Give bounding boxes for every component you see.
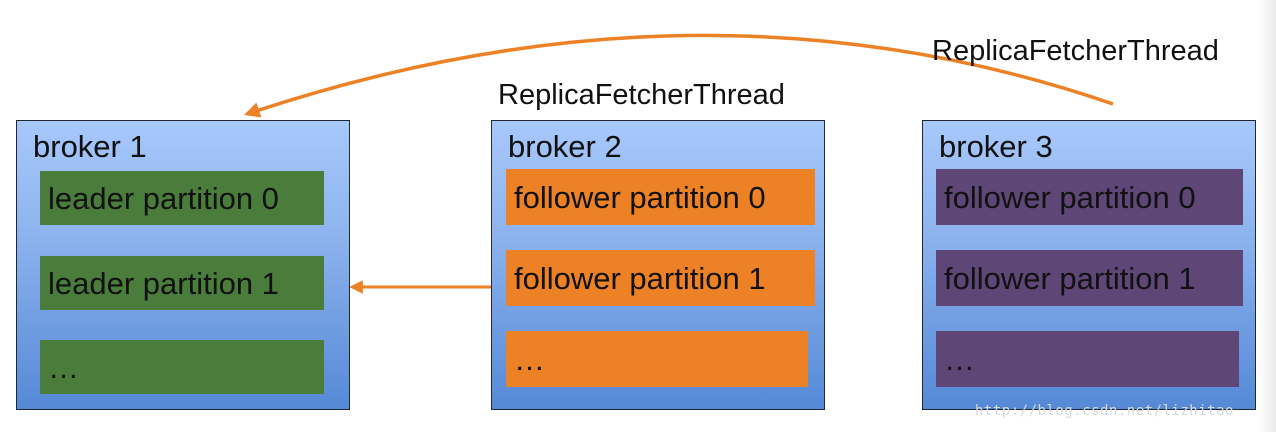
follower-partition-more: …	[936, 331, 1239, 387]
leader-partition-1: leader partition 1	[40, 256, 324, 310]
fetch-arrow-broker3-to-broker1	[244, 33, 1114, 118]
follower-partition-0: follower partition 0	[936, 169, 1243, 225]
leader-partition-more: …	[40, 340, 324, 394]
leader-partition-0: leader partition 0	[40, 171, 324, 225]
broker-3: broker 3 follower partition 0 follower p…	[922, 120, 1256, 410]
broker-title: broker 1	[33, 129, 147, 164]
follower-partition-0: follower partition 0	[506, 169, 815, 225]
follower-partition-more: …	[506, 331, 808, 387]
broker-1: broker 1 leader partition 0 leader parti…	[16, 120, 350, 410]
follower-partition-1: follower partition 1	[936, 250, 1243, 306]
broker-title: broker 2	[508, 129, 622, 164]
broker-2: broker 2 follower partition 0 follower p…	[491, 120, 825, 410]
broker-title: broker 3	[939, 129, 1053, 164]
right-edge-shadow	[1258, 0, 1276, 432]
watermark: http://blog.csdn.net/lizhitao	[975, 403, 1234, 419]
replica-fetcher-thread-label-top: ReplicaFetcherThread	[932, 35, 1219, 67]
replica-fetcher-thread-label-middle: ReplicaFetcherThread	[498, 79, 785, 111]
follower-partition-1: follower partition 1	[506, 250, 815, 306]
